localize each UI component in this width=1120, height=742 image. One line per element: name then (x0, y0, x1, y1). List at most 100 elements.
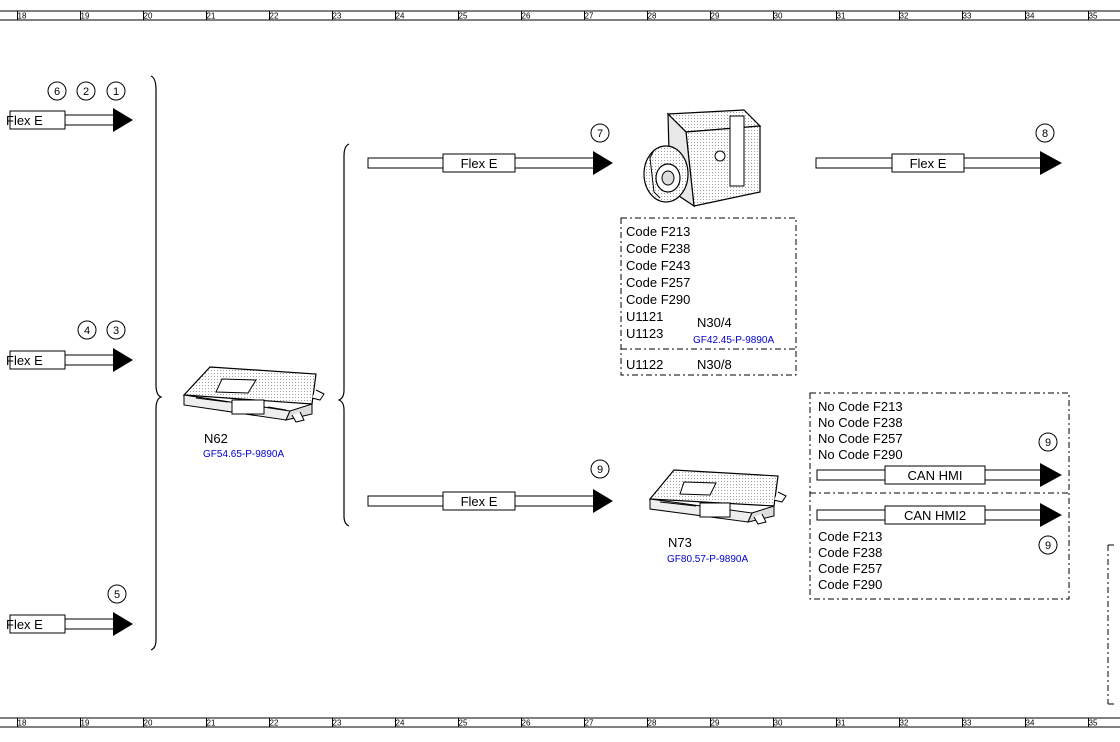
can-hmi2-arrow[interactable]: CAN HMI2 (816, 503, 1062, 527)
top-ruler-number: 26 (522, 12, 531, 21)
bottom-ruler-number: 31 (837, 719, 846, 728)
top-ruler-number: 27 (585, 12, 594, 21)
bottom-ruler-number: 21 (207, 719, 216, 728)
n30-4-ref-link[interactable]: GF42.45-P-9890A (693, 335, 774, 346)
mid-arrow-top[interactable]: Flex E (367, 151, 613, 175)
top-ruler-number: 33 (963, 12, 972, 21)
abs-code-5: U1121 (626, 309, 663, 324)
bottom-ruler: 18 19 20 21 22 23 24 25 26 27 28 29 30 31 32 33 34 35 (0, 717, 1120, 728)
marker-8: 8 (1035, 123, 1055, 143)
n73-label: N73 (668, 535, 692, 550)
bottom-ruler-number: 19 (81, 719, 90, 728)
svg-text:9: 9 (1045, 437, 1051, 449)
can-top-code-3: No Code F290 (818, 447, 903, 462)
svg-text:1: 1 (113, 86, 119, 98)
marker-7: 7 (590, 123, 610, 143)
bottom-ruler-number: 27 (585, 719, 594, 728)
n30-8-label: N30/8 (697, 357, 732, 372)
can-hmi-label: CAN HMI (908, 468, 963, 483)
left-arrow-2-label: Flex E (6, 353, 43, 368)
bottom-ruler-number: 33 (963, 719, 972, 728)
bottom-ruler-number: 29 (711, 719, 720, 728)
svg-text:5: 5 (114, 589, 120, 601)
svg-text:6: 6 (54, 86, 60, 98)
abs-code-6: U1123 (626, 326, 663, 341)
can-box: No Code F213 No Code F238 No Code F257 N… (809, 392, 1070, 600)
svg-text:9: 9 (1045, 540, 1051, 552)
mid-arrow-top-label: Flex E (461, 156, 498, 171)
left-arrow-2[interactable]: Flex E (6, 348, 133, 372)
top-ruler-number: 25 (459, 12, 468, 21)
n73-control-unit[interactable] (648, 469, 787, 525)
marker-2: 2 (76, 81, 96, 101)
svg-text:9: 9 (597, 464, 603, 476)
svg-text:4: 4 (84, 325, 90, 337)
can-bottom-code-1: Code F238 (818, 545, 882, 560)
bottom-ruler-number: 35 (1089, 719, 1098, 728)
abs-code-3: Code F257 (626, 275, 690, 290)
top-ruler-number: 31 (837, 12, 846, 21)
abs-code-4: Code F290 (626, 292, 690, 307)
bottom-ruler-number: 28 (648, 719, 657, 728)
marker-6: 6 (47, 81, 67, 101)
marker-5: 5 (107, 584, 127, 604)
left-arrow-1-label: Flex E (6, 113, 43, 128)
right-edge-box-fragment (1107, 544, 1114, 705)
bottom-ruler-number: 32 (900, 719, 909, 728)
n30-4-label: N30/4 (697, 315, 732, 330)
bottom-ruler-number: 34 (1026, 719, 1035, 728)
n62-ref-link[interactable]: GF54.65-P-9890A (203, 449, 284, 460)
can-bottom-code-0: Code F213 (818, 529, 882, 544)
left-arrow-3[interactable]: Flex E (6, 612, 133, 636)
top-ruler-number: 32 (900, 12, 909, 21)
top-ruler-number: 23 (333, 12, 342, 21)
n62-label: N62 (204, 431, 228, 446)
abs-code-1: Code F238 (626, 241, 690, 256)
can-top-code-2: No Code F257 (818, 431, 903, 446)
marker-9-can-top: 9 (1038, 432, 1058, 452)
marker-1: 1 (106, 81, 126, 101)
left-arrow-1[interactable]: Flex E (6, 108, 133, 132)
can-top-code-1: No Code F238 (818, 415, 903, 430)
n30-4-hydraulic-unit[interactable] (643, 109, 762, 208)
mid-arrow-bottom[interactable]: Flex E (367, 489, 613, 513)
right-arrow-top[interactable]: Flex E (815, 151, 1062, 175)
bottom-ruler-number: 24 (396, 719, 405, 728)
n73-ref-link[interactable]: GF80.57-P-9890A (667, 554, 748, 565)
can-top-code-0: No Code F213 (818, 399, 903, 414)
bottom-ruler-number: 30 (774, 719, 783, 728)
can-bottom-code-2: Code F257 (818, 561, 882, 576)
n62-control-unit[interactable] (182, 366, 325, 423)
marker-9-can-bottom: 9 (1038, 535, 1058, 555)
svg-text:2: 2 (83, 86, 89, 98)
top-ruler-number: 20 (144, 12, 153, 21)
top-ruler-number: 30 (774, 12, 783, 21)
can-hmi-arrow[interactable]: CAN HMI (816, 463, 1062, 487)
can-bottom-code-3: Code F290 (818, 577, 882, 592)
bottom-ruler-number: 26 (522, 719, 531, 728)
svg-text:3: 3 (113, 325, 119, 337)
top-ruler-number: 18 (18, 12, 27, 21)
top-ruler-number: 19 (81, 12, 90, 21)
top-ruler-number: 28 (648, 12, 657, 21)
top-ruler-number: 24 (396, 12, 405, 21)
bottom-ruler-number: 20 (144, 719, 153, 728)
left-arrow-3-label: Flex E (6, 617, 43, 632)
marker-3: 3 (106, 320, 126, 340)
bottom-ruler-number: 23 (333, 719, 342, 728)
svg-text:7: 7 (597, 128, 603, 140)
top-ruler-number: 29 (711, 12, 720, 21)
bottom-ruler-number: 25 (459, 719, 468, 728)
abs-code-2: Code F243 (626, 258, 690, 273)
can-hmi2-label: CAN HMI2 (904, 508, 966, 523)
bottom-ruler-number: 18 (18, 719, 27, 728)
abs-lower-code: U1122 (626, 357, 663, 372)
mid-arrow-bottom-label: Flex E (461, 494, 498, 509)
svg-text:8: 8 (1042, 128, 1048, 140)
top-ruler-number: 22 (270, 12, 279, 21)
middle-brace (337, 143, 350, 527)
right-arrow-top-label: Flex E (910, 156, 947, 171)
bottom-ruler-number: 22 (270, 719, 279, 728)
